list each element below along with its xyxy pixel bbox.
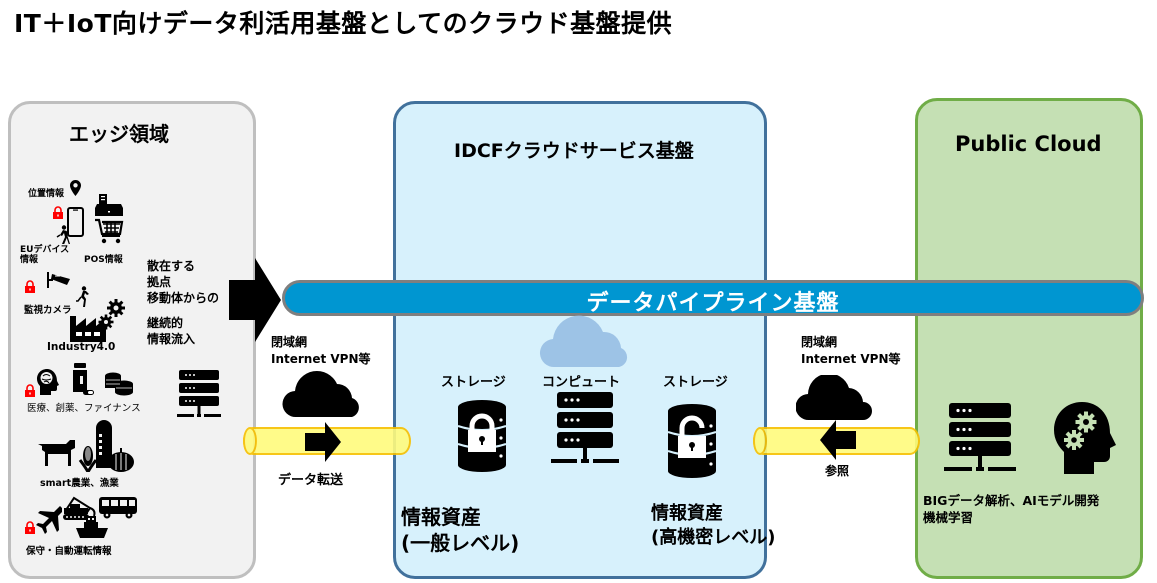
agri-label: smart農業、漁業 bbox=[40, 478, 119, 489]
lock-icon bbox=[24, 384, 36, 397]
public-cloud-title: Public Cloud bbox=[955, 132, 1102, 156]
public-cloud-description: BIGデータ解析、AIモデル開発 機械学習 bbox=[923, 493, 1100, 525]
right-arrow-icon bbox=[305, 422, 341, 462]
blue-cloud-icon bbox=[539, 314, 635, 368]
storage-left-label: ストレージ bbox=[441, 375, 506, 390]
ship-icon bbox=[76, 516, 108, 540]
factory-gears-icon bbox=[68, 298, 128, 342]
excavator-icon bbox=[62, 494, 102, 522]
data-transfer-label: データ転送 bbox=[278, 473, 344, 488]
storage-right-label: ストレージ bbox=[663, 375, 728, 390]
compute-label: コンピュート bbox=[542, 375, 621, 390]
cloud-icon bbox=[282, 370, 364, 418]
edge-title: エッジ領域 bbox=[69, 122, 169, 146]
agriculture-icon bbox=[36, 420, 136, 472]
cloud-icon bbox=[796, 375, 876, 421]
compute-server-icon bbox=[551, 392, 619, 466]
security-camera-icon bbox=[47, 272, 73, 290]
inflow-arrow-icon bbox=[229, 258, 281, 342]
location-label: 位置情報 bbox=[28, 189, 65, 199]
medicine-bottle-icon bbox=[72, 363, 96, 397]
maintenance-label: 保守・自動運転情報 bbox=[26, 546, 112, 557]
locked-database-icon bbox=[457, 400, 507, 472]
climbing-person-icon bbox=[75, 286, 89, 308]
page-title: IT＋IoT向けデータ利活用基盤としてのクラウド基盤提供 bbox=[14, 9, 673, 38]
locked-database-open-icon bbox=[667, 404, 717, 478]
asset-secret-label: 情報資産 (高機密レベル) bbox=[651, 503, 776, 548]
industry-label: Industry4.0 bbox=[47, 341, 116, 353]
brain-head-icon bbox=[36, 368, 60, 396]
left-network-label: 閉域網 Internet VPN等 bbox=[271, 335, 371, 366]
camera-label: 監視カメラ bbox=[24, 305, 72, 316]
map-pin-icon bbox=[70, 180, 81, 196]
public-cloud-panel: Public Cloud bbox=[915, 98, 1143, 579]
right-network-label: 閉域網 Internet VPN等 bbox=[801, 335, 901, 366]
idcf-title: IDCFクラウドサービス基盤 bbox=[454, 140, 694, 162]
server-icon bbox=[177, 370, 221, 418]
lock-icon bbox=[24, 280, 36, 293]
flow-description: 散在する 拠点 移動体からの 継続的 情報流入 bbox=[147, 259, 220, 346]
server-icon bbox=[944, 403, 1016, 473]
bus-icon bbox=[98, 496, 138, 520]
asset-general-label: 情報資産 (一般レベル) bbox=[401, 505, 520, 555]
coins-icon bbox=[104, 372, 134, 396]
airplane-icon bbox=[34, 505, 62, 535]
lock-icon bbox=[52, 206, 64, 219]
reference-label: 参照 bbox=[825, 464, 850, 478]
pipeline-label: データパイプライン基盤 bbox=[586, 291, 840, 316]
eu-device-label: EUデバイス 情報 bbox=[20, 245, 70, 265]
left-arrow-icon bbox=[820, 420, 856, 460]
smartphone-icon bbox=[67, 207, 84, 237]
cash-register-icon bbox=[94, 194, 124, 248]
walking-person-icon bbox=[56, 225, 70, 245]
medical-label: 医療、創薬、ファイナンス bbox=[27, 403, 141, 414]
ai-brain-gears-icon bbox=[1052, 400, 1116, 476]
data-pipeline-bar: データパイプライン基盤 bbox=[282, 280, 1144, 316]
pos-label: POS情報 bbox=[84, 255, 123, 265]
lock-icon bbox=[24, 521, 36, 534]
